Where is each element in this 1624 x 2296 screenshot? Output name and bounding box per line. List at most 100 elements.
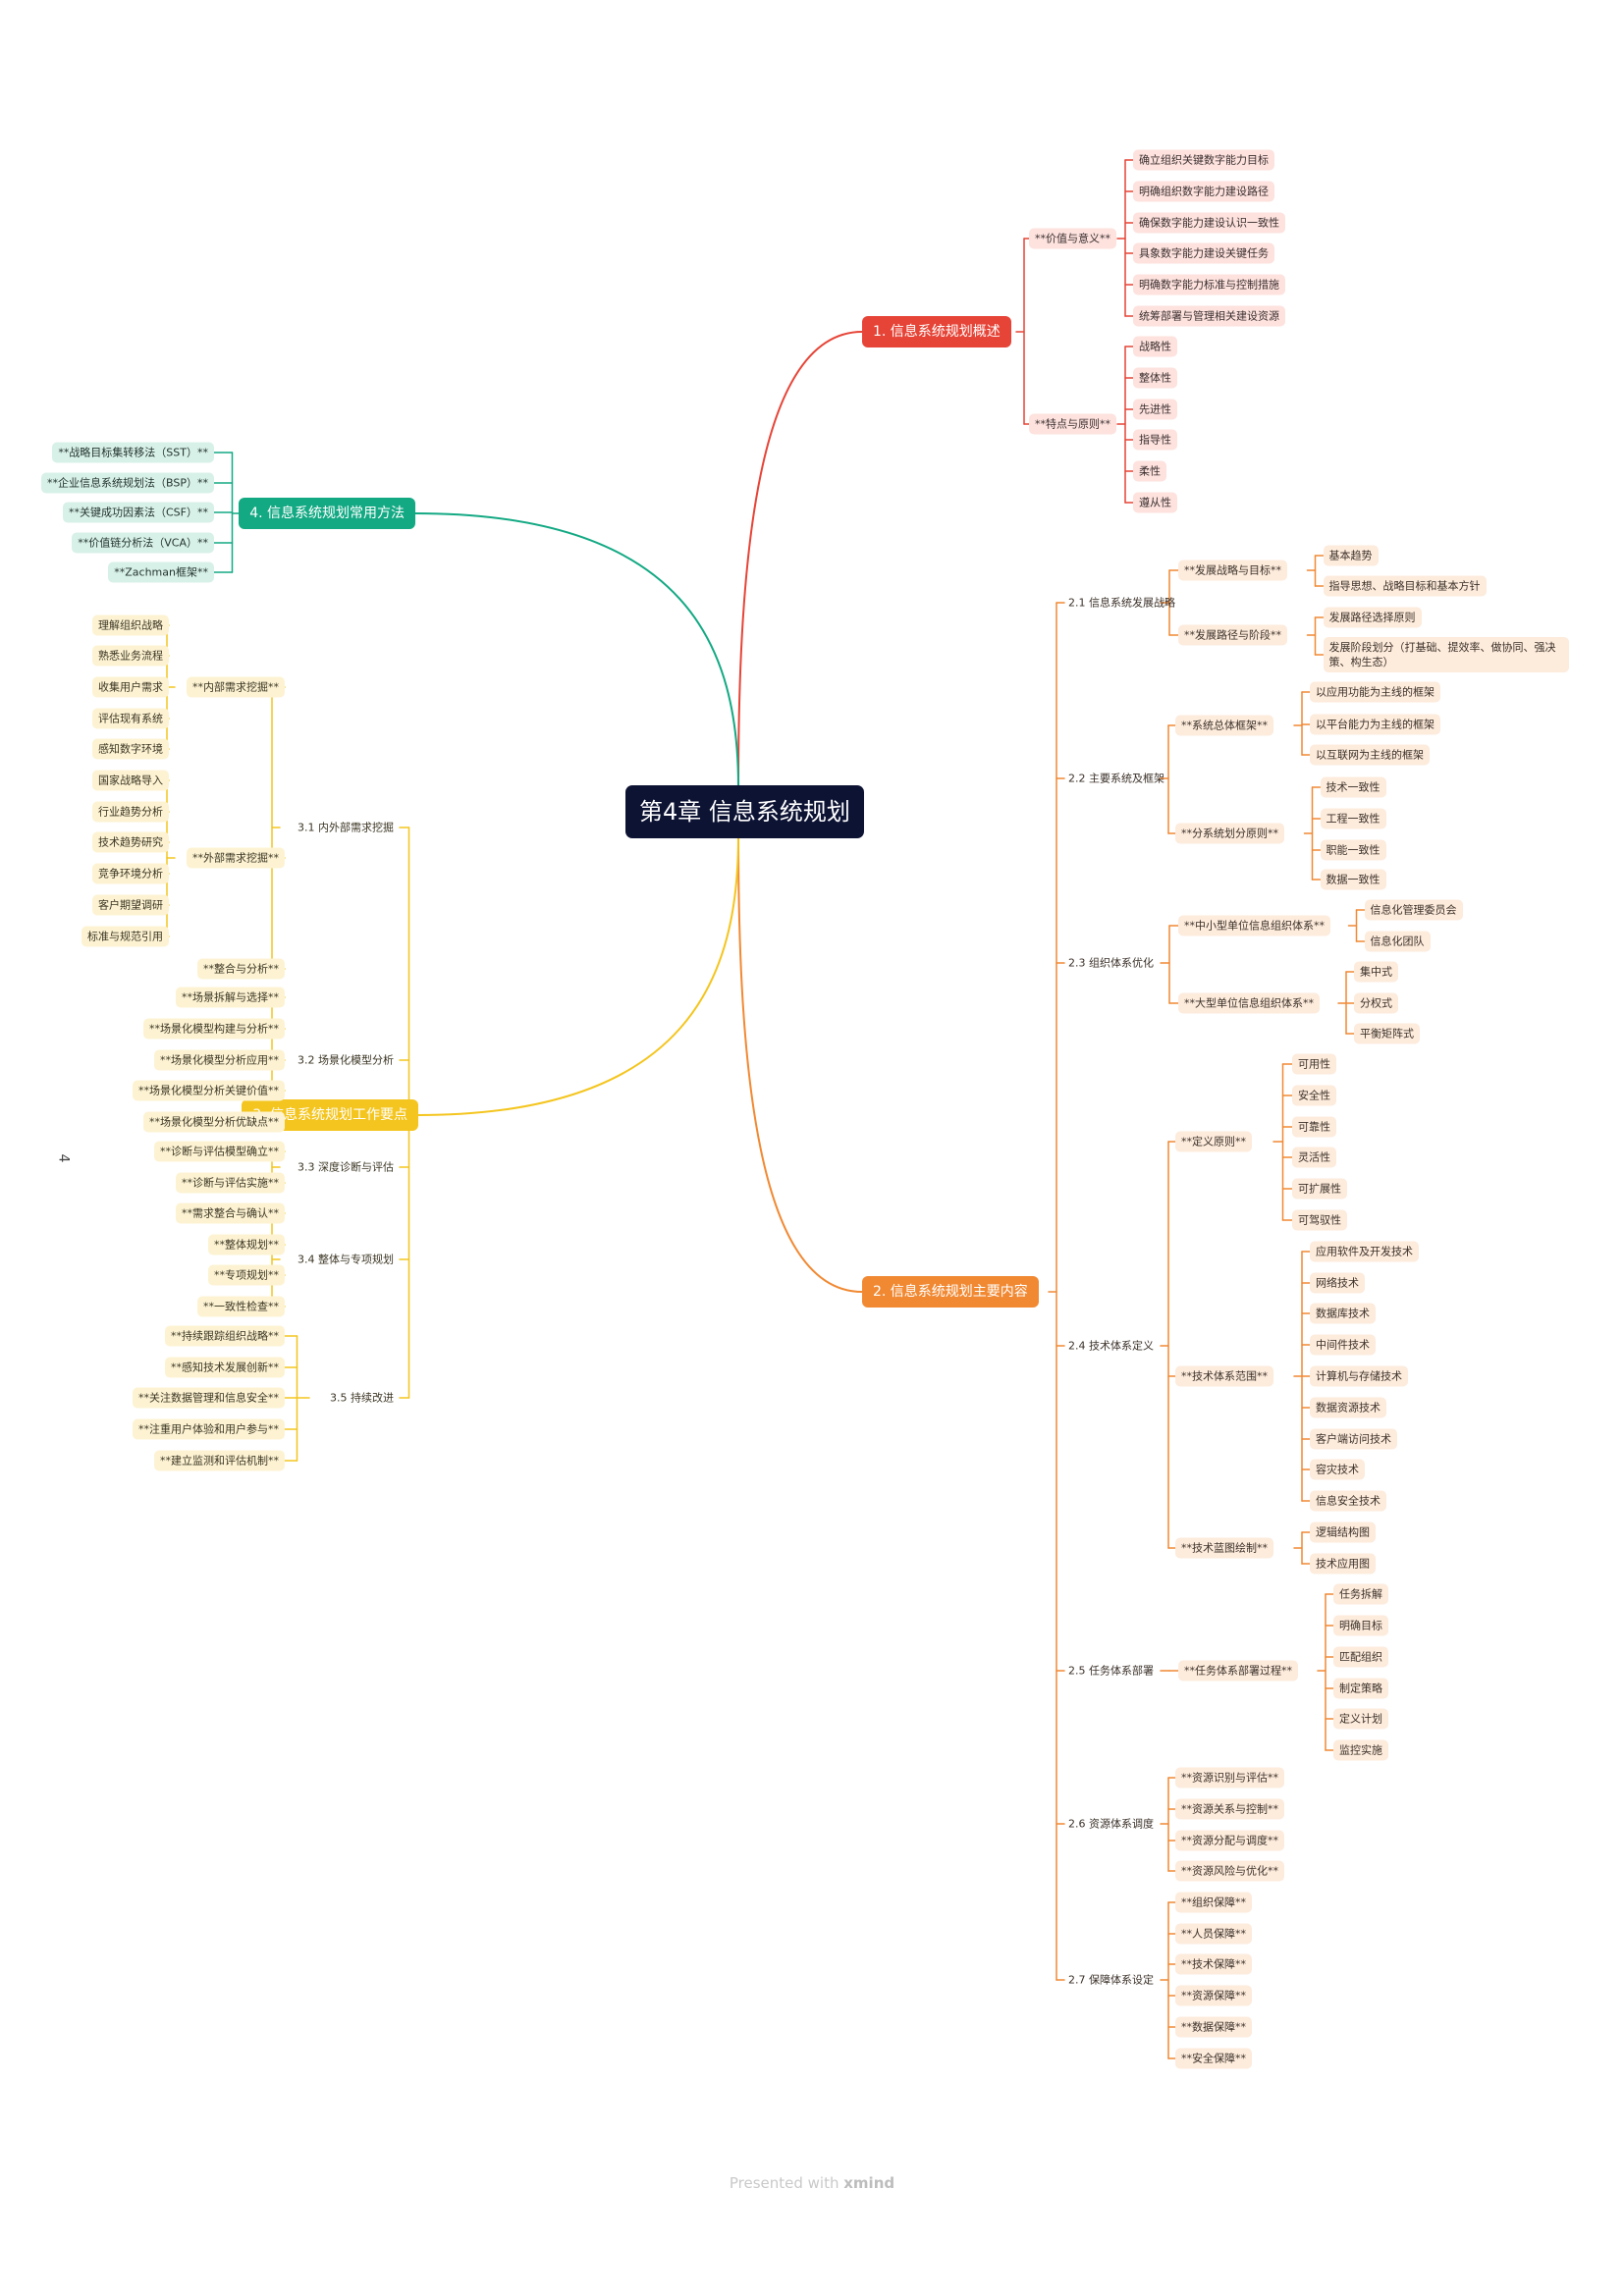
b3-topic[interactable]: **专项规划** <box>208 1264 285 1286</box>
b1-leaf[interactable]: 遵从性 <box>1133 492 1177 513</box>
b3-leaf[interactable]: 客户期望调研 <box>92 894 169 916</box>
branch-b4[interactable]: 4. 信息系统规划常用方法 <box>239 498 415 529</box>
b2-leaf[interactable]: 数据资源技术 <box>1310 1397 1386 1418</box>
b1-topic-0[interactable]: **价值与意义** <box>1029 228 1116 249</box>
b2-leaf[interactable]: 技术一致性 <box>1320 776 1386 798</box>
b3-topic[interactable]: **诊断与评估模型确立** <box>154 1141 285 1162</box>
b2-topic[interactable]: **中小型单位信息组织体系** <box>1178 915 1330 936</box>
b3-topic[interactable]: **持续跟踪组织战略** <box>165 1325 285 1347</box>
b3-topic[interactable]: **诊断与评估实施** <box>176 1172 285 1194</box>
root-topic[interactable]: 第4章 信息系统规划 <box>625 785 864 838</box>
b2-leaf[interactable]: 中间件技术 <box>1310 1334 1376 1356</box>
b3-leaf[interactable]: 熟悉业务流程 <box>92 645 169 667</box>
b2-leaf[interactable]: 数据库技术 <box>1310 1303 1376 1324</box>
b3-topic[interactable]: **整体规划** <box>208 1234 285 1255</box>
b1-leaf[interactable]: 明确数字能力标准与控制措施 <box>1133 274 1285 295</box>
b2-leaf[interactable]: 灵活性 <box>1292 1147 1336 1168</box>
b2-leaf[interactable]: 以应用功能为主线的框架 <box>1310 681 1440 703</box>
b3-section-4[interactable]: 3.5 持续改进 <box>330 1391 394 1405</box>
b2-leaf[interactable]: 可用性 <box>1292 1053 1336 1075</box>
b1-leaf[interactable]: 战略性 <box>1133 336 1177 357</box>
b4-leaf[interactable]: **Zachman框架** <box>108 561 214 583</box>
b2-leaf[interactable]: 职能一致性 <box>1320 839 1386 861</box>
b3-topic[interactable]: **场景化模型分析关键价值** <box>133 1080 285 1101</box>
branch-b2[interactable]: 2. 信息系统规划主要内容 <box>862 1276 1039 1308</box>
b3-topic[interactable]: **感知技术发展创新** <box>165 1357 285 1378</box>
b2-leaf[interactable]: 工程一致性 <box>1320 808 1386 829</box>
b3-leaf[interactable]: 竞争环境分析 <box>92 863 169 884</box>
b2-topic[interactable]: **资源关系与控制** <box>1175 1798 1284 1820</box>
b2-leaf[interactable]: 分权式 <box>1354 992 1398 1014</box>
b2-topic[interactable]: **安全保障** <box>1175 2048 1252 2069</box>
b3-topic[interactable]: **整合与分析** <box>197 958 285 980</box>
b2-leaf[interactable]: 计算机与存储技术 <box>1310 1365 1408 1387</box>
b1-leaf[interactable]: 先进性 <box>1133 399 1177 420</box>
b2-topic[interactable]: **分系统划分原则** <box>1175 823 1284 844</box>
b3-leaf[interactable]: 感知数字环境 <box>92 738 169 760</box>
b2-leaf[interactable]: 信息化团队 <box>1364 931 1431 952</box>
b2-leaf[interactable]: 指导思想、战略目标和基本方针 <box>1323 575 1487 597</box>
b2-leaf[interactable]: 匹配组织 <box>1333 1646 1388 1668</box>
b1-leaf[interactable]: 确保数字能力建设认识一致性 <box>1133 212 1285 234</box>
b4-leaf[interactable]: **价值链分析法（VCA）** <box>72 532 214 554</box>
b2-topic[interactable]: **大型单位信息组织体系** <box>1178 992 1320 1014</box>
b2-leaf[interactable]: 网络技术 <box>1310 1272 1365 1294</box>
b2-leaf[interactable]: 定义计划 <box>1333 1708 1388 1730</box>
b3-topic[interactable]: **场景拆解与选择** <box>176 987 285 1008</box>
b2-leaf[interactable]: 集中式 <box>1354 961 1398 983</box>
b2-topic[interactable]: **技术蓝图绘制** <box>1175 1537 1273 1559</box>
b2-topic[interactable]: **资源分配与调度** <box>1175 1830 1284 1851</box>
b2-topic[interactable]: **资源保障** <box>1175 1985 1252 2006</box>
b2-leaf[interactable]: 可靠性 <box>1292 1116 1336 1138</box>
b2-leaf[interactable]: 安全性 <box>1292 1085 1336 1106</box>
b2-section-5[interactable]: 2.6 资源体系调度 <box>1068 1817 1154 1831</box>
b3-section-3[interactable]: 3.4 整体与专项规划 <box>298 1253 394 1266</box>
b2-topic[interactable]: **数据保障** <box>1175 2016 1252 2038</box>
b2-topic[interactable]: **发展路径与阶段** <box>1178 624 1287 646</box>
b2-leaf[interactable]: 信息化管理委员会 <box>1364 899 1463 921</box>
b4-leaf[interactable]: **关键成功因素法（CSF）** <box>63 502 214 523</box>
b2-section-4[interactable]: 2.5 任务体系部署 <box>1068 1664 1154 1678</box>
b1-leaf[interactable]: 确立组织关键数字能力目标 <box>1133 149 1274 171</box>
b2-leaf[interactable]: 数据一致性 <box>1320 869 1386 890</box>
b2-topic[interactable]: **组织保障** <box>1175 1892 1252 1913</box>
b3-topic[interactable]: **内部需求挖掘** <box>187 676 285 698</box>
b2-leaf[interactable]: 发展阶段划分（打基础、提效率、做协同、强决策、构生态） <box>1323 637 1569 672</box>
b3-topic[interactable]: **场景化模型构建与分析** <box>143 1018 285 1040</box>
b2-leaf[interactable]: 技术应用图 <box>1310 1553 1376 1575</box>
b3-leaf[interactable]: 标准与规范引用 <box>81 926 169 947</box>
b3-leaf[interactable]: 行业趋势分析 <box>92 801 169 823</box>
b2-leaf[interactable]: 任务拆解 <box>1333 1583 1388 1605</box>
b2-section-6[interactable]: 2.7 保障体系设定 <box>1068 1973 1154 1987</box>
b1-leaf[interactable]: 统筹部署与管理相关建设资源 <box>1133 305 1285 327</box>
b2-leaf[interactable]: 明确目标 <box>1333 1615 1388 1636</box>
b2-section-1[interactable]: 2.2 主要系统及框架 <box>1068 772 1164 785</box>
b3-topic[interactable]: **场景化模型分析优缺点** <box>143 1111 285 1133</box>
b3-topic[interactable]: **关注数据管理和信息安全** <box>133 1387 285 1409</box>
b2-leaf[interactable]: 平衡矩阵式 <box>1354 1023 1420 1044</box>
b2-leaf[interactable]: 可扩展性 <box>1292 1178 1347 1200</box>
b1-leaf[interactable]: 整体性 <box>1133 367 1177 389</box>
b2-topic[interactable]: **发展战略与目标** <box>1178 560 1287 581</box>
b3-section-0[interactable]: 3.1 内外部需求挖掘 <box>298 821 394 834</box>
b2-leaf[interactable]: 容灾技术 <box>1310 1459 1365 1480</box>
b2-leaf[interactable]: 应用软件及开发技术 <box>1310 1241 1419 1262</box>
b1-leaf[interactable]: 指导性 <box>1133 429 1177 451</box>
b2-leaf[interactable]: 发展路径选择原则 <box>1323 607 1422 628</box>
b2-section-2[interactable]: 2.3 组织体系优化 <box>1068 956 1154 970</box>
branch-b1[interactable]: 1. 信息系统规划概述 <box>862 316 1011 347</box>
b2-topic[interactable]: **资源识别与评估** <box>1175 1767 1284 1789</box>
b1-leaf[interactable]: 柔性 <box>1133 460 1166 482</box>
b2-leaf[interactable]: 监控实施 <box>1333 1739 1388 1761</box>
b3-leaf[interactable]: 技术趋势研究 <box>92 831 169 853</box>
b3-leaf[interactable]: 理解组织战略 <box>92 614 169 636</box>
b2-topic[interactable]: **资源风险与优化** <box>1175 1860 1284 1882</box>
b2-leaf[interactable]: 客户端访问技术 <box>1310 1428 1397 1450</box>
b3-section-2[interactable]: 3.3 深度诊断与评估 <box>298 1160 394 1174</box>
b3-topic[interactable]: **注重用户体验和用户参与** <box>133 1418 285 1440</box>
b2-section-3[interactable]: 2.4 技术体系定义 <box>1068 1339 1154 1353</box>
b2-topic[interactable]: **技术体系范围** <box>1175 1365 1273 1387</box>
b3-leaf[interactable]: 评估现有系统 <box>92 708 169 729</box>
b2-section-0[interactable]: 2.1 信息系统发展战略 <box>1068 596 1175 610</box>
b4-leaf[interactable]: **企业信息系统规划法（BSP）** <box>41 472 214 494</box>
